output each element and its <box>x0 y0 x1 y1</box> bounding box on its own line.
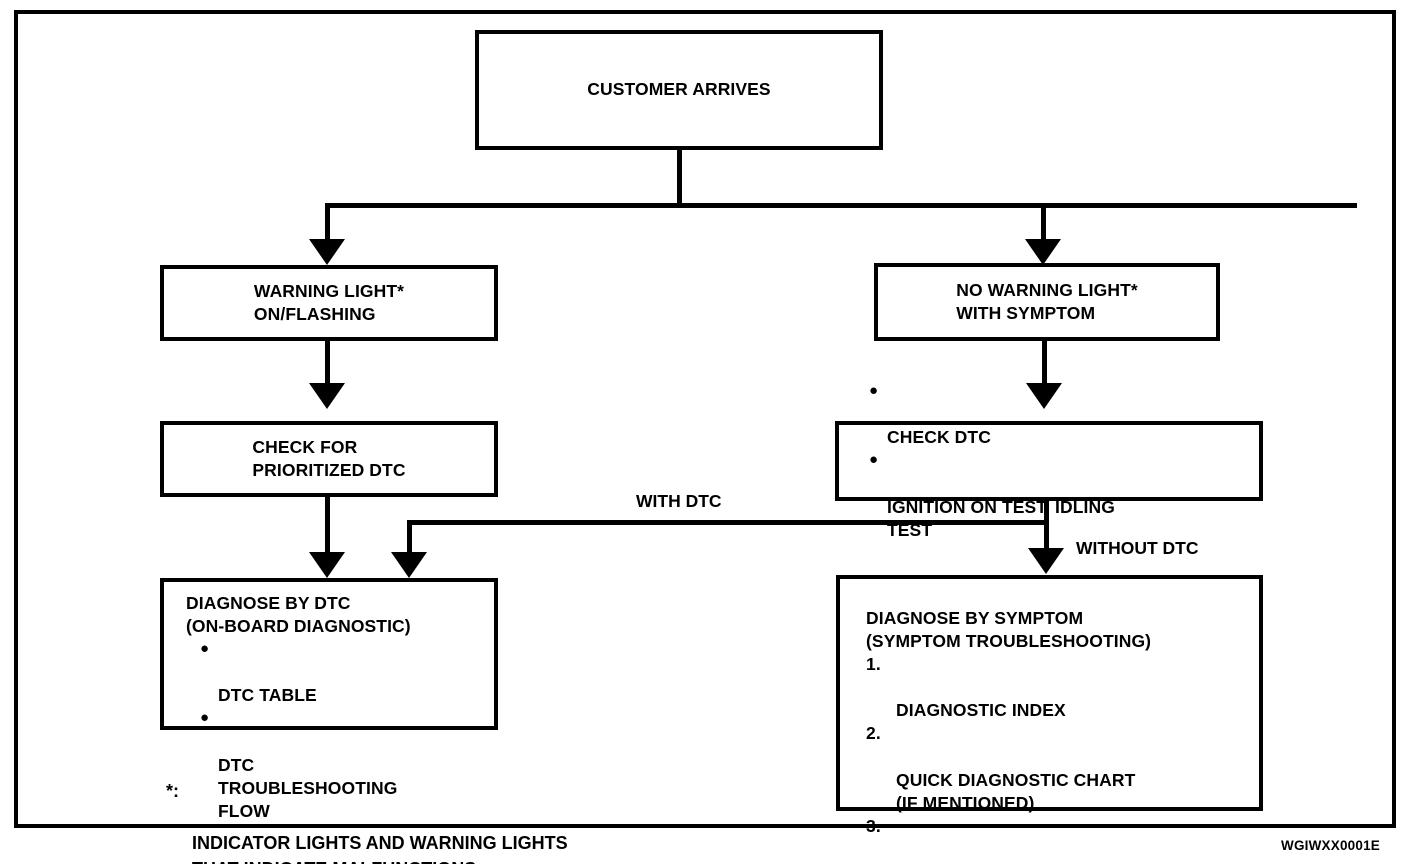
bullet-icon: ● <box>869 451 879 469</box>
arrow-to-check-dtc-tests <box>1026 383 1062 409</box>
list-item-number: 2. <box>866 723 881 744</box>
arrow-to-no-warning-light <box>1025 239 1061 265</box>
connector-with-dtc-left-stem <box>407 520 412 558</box>
node-customer-arrives-label: CUSTOMER ARRIVES <box>587 79 771 100</box>
node-warning-light-on-line2: ON/FLASHING <box>253 304 376 324</box>
node-diagnose-by-symptom: DIAGNOSE BY SYMPTOM (SYMPTOM TROUBLESHOO… <box>836 575 1263 864</box>
connector-split-horizontal <box>325 203 1357 208</box>
list-item: 2. QUICK DIAGNOSTIC CHART (IF MENTIONED) <box>866 722 1151 814</box>
list-item: ● DTC TROUBLESHOOTING FLOW <box>198 707 411 822</box>
connector-customer-to-split <box>677 150 682 206</box>
list-item-number: 1. <box>866 654 881 675</box>
node-no-warning-light-line2: WITH SYMPTOM <box>956 303 1096 323</box>
bullet-icon: ● <box>200 709 210 727</box>
node-check-dtc-tests-list: ● CHECK DTC ● IGNITION ON TEST, IDLING T… <box>867 380 1115 542</box>
list-item-text: DTC TABLE <box>218 685 317 706</box>
footnote-text: INDICATOR LIGHTS AND WARNING LIGHTS THAT… <box>192 833 568 864</box>
node-check-prioritized-dtc-line1: CHECK FOR <box>252 436 358 457</box>
connector-warning-to-checkdtc <box>325 341 330 387</box>
list-item: 1. DIAGNOSTIC INDEX <box>866 653 1151 722</box>
node-check-prioritized-dtc: CHECK FOR PRIORITIZED DTC <box>160 421 498 497</box>
connector-nowarning-to-checkdtc-tests <box>1042 341 1047 387</box>
list-item-text: SYMPTOM TROUBLESHOOTING <box>896 862 1075 864</box>
connector-split-left-stem <box>325 203 330 245</box>
node-check-dtc-tests: ● CHECK DTC ● IGNITION ON TEST, IDLING T… <box>835 382 1263 540</box>
arrow-to-diagnose-by-dtc <box>309 552 345 578</box>
node-diagnose-by-dtc-heading2: (ON-BOARD DIAGNOSTIC) <box>186 616 411 637</box>
connector-split-right-stem <box>1041 203 1046 245</box>
node-no-warning-light-line1: NO WARNING LIGHT* <box>956 279 1138 300</box>
list-item-text: IGNITION ON TEST, IDLING TEST <box>887 496 1115 540</box>
edge-label-without-dtc: WITHOUT DTC <box>1076 538 1199 558</box>
node-diagnose-by-symptom-heading2: (SYMPTOM TROUBLESHOOTING) <box>866 631 1152 652</box>
arrow-to-warning-light <box>309 239 345 265</box>
node-diagnose-by-dtc-heading1: DIAGNOSE BY DTC <box>186 593 351 613</box>
list-item-text: CHECK DTC <box>887 427 991 448</box>
list-item-number: 3. <box>866 815 881 836</box>
footnote: *: INDICATOR LIGHTS AND WARNING LIGHTS T… <box>166 778 706 864</box>
list-item-text: DIAGNOSTIC INDEX <box>896 700 1066 721</box>
connector-checkdtc-to-diagnose <box>325 497 330 558</box>
node-warning-light-on: WARNING LIGHT* ON/FLASHING <box>160 265 498 341</box>
figure-code: WGIWXX0001E <box>1281 838 1380 853</box>
connector-checkdtc-tests-down <box>1044 501 1049 525</box>
arrow-to-diagnose-by-symptom <box>1028 548 1064 574</box>
node-check-prioritized-dtc-line2: PRIORITIZED DTC <box>252 460 406 480</box>
node-diagnose-by-symptom-heading1: DIAGNOSE BY SYMPTOM <box>866 608 1084 628</box>
connector-without-dtc-stem <box>1044 520 1049 554</box>
node-diagnose-by-dtc: DIAGNOSE BY DTC (ON-BOARD DIAGNOSTIC) ● … <box>160 578 498 821</box>
node-diagnose-by-symptom-list: 1. DIAGNOSTIC INDEX 2. QUICK DIAGNOSTIC … <box>866 653 1151 864</box>
arrow-to-check-prioritized-dtc <box>309 383 345 409</box>
bullet-icon: ● <box>869 382 879 400</box>
edge-label-with-dtc: WITH DTC <box>636 491 722 511</box>
list-item-text: QUICK DIAGNOSTIC CHART (IF MENTIONED) <box>896 769 1136 813</box>
node-diagnose-by-dtc-list: ● DTC TABLE ● DTC TROUBLESHOOTING FLOW <box>186 638 411 823</box>
list-item: 3. SYMPTOM TROUBLESHOOTING <box>866 815 1151 864</box>
diagram-outer-frame <box>14 10 1396 828</box>
node-no-warning-light: NO WARNING LIGHT* WITH SYMPTOM <box>874 263 1220 341</box>
list-item: ● CHECK DTC <box>867 380 1115 449</box>
node-warning-light-on-line1: WARNING LIGHT* <box>253 280 405 301</box>
list-item: ● IGNITION ON TEST, IDLING TEST <box>867 449 1115 541</box>
connector-with-dtc-horizontal <box>407 520 1049 525</box>
arrow-with-dtc-to-diagnose-by-dtc <box>391 552 427 578</box>
node-customer-arrives: CUSTOMER ARRIVES <box>475 30 883 150</box>
bullet-icon: ● <box>200 640 210 658</box>
footnote-marker: *: <box>166 781 179 801</box>
list-item: ● DTC TABLE <box>198 638 411 707</box>
list-item-text: DTC TROUBLESHOOTING FLOW <box>218 754 398 821</box>
